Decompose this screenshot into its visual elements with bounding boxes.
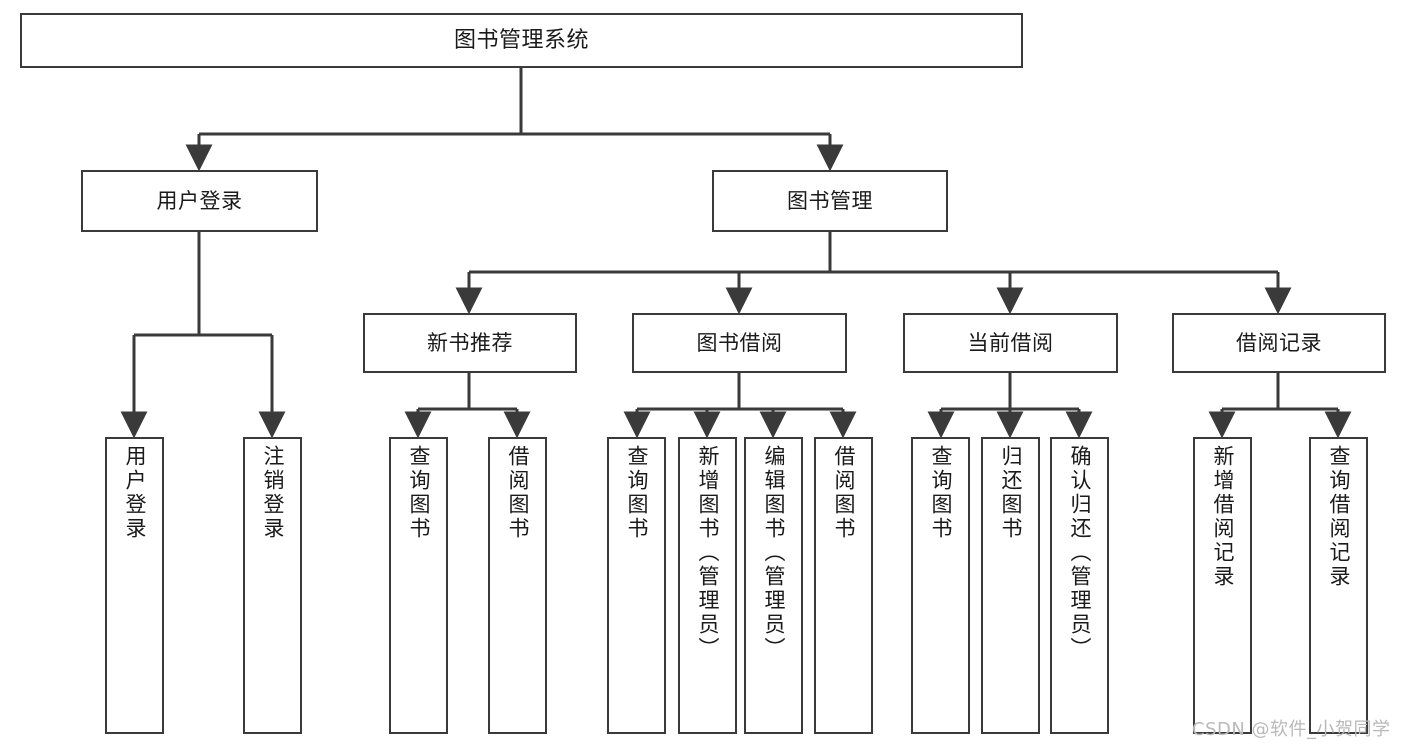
leaf-new-book-borrow-books[interactable]: 借阅图书 bbox=[488, 437, 547, 734]
node-label: 图书管理系统 bbox=[453, 27, 589, 53]
node-current-borrowing[interactable]: 当前借阅 bbox=[903, 313, 1118, 373]
node-label: 注销登录 bbox=[261, 445, 285, 541]
node-label: 新书推荐 bbox=[427, 330, 513, 355]
leaf-book-borrow-query-books[interactable]: 查询图书 bbox=[607, 437, 666, 734]
leaf-borrow-record-query-record[interactable]: 查询借阅记录 bbox=[1309, 437, 1368, 734]
leaf-current-borrow-return-books[interactable]: 归还图书 bbox=[981, 437, 1040, 734]
node-label: 查询借阅记录 bbox=[1327, 445, 1351, 589]
node-label: 用户登录 bbox=[156, 188, 243, 213]
leaf-current-borrow-confirm-return-admin[interactable]: 确认归还（管理员） bbox=[1050, 437, 1109, 734]
leaf-book-borrow-borrow-books[interactable]: 借阅图书 bbox=[814, 437, 873, 734]
node-label: 确认归还（管理员） bbox=[1068, 445, 1092, 661]
node-label: 查询图书 bbox=[929, 445, 953, 541]
node-label: 图书管理 bbox=[787, 188, 873, 213]
leaf-user-login-logout[interactable]: 注销登录 bbox=[243, 437, 302, 734]
leaf-user-login-login[interactable]: 用户登录 bbox=[105, 437, 164, 734]
node-book-borrowing[interactable]: 图书借阅 bbox=[632, 313, 847, 373]
node-root-book-management-system[interactable]: 图书管理系统 bbox=[20, 13, 1023, 68]
node-book-management[interactable]: 图书管理 bbox=[712, 170, 948, 232]
node-label: 编辑图书（管理员） bbox=[762, 445, 786, 661]
leaf-current-borrow-query-books[interactable]: 查询图书 bbox=[911, 437, 970, 734]
node-label: 当前借阅 bbox=[967, 330, 1054, 355]
leaf-book-borrow-add-book-admin[interactable]: 新增图书（管理员） bbox=[678, 437, 737, 734]
leaf-book-borrow-edit-book-admin[interactable]: 编辑图书（管理员） bbox=[744, 437, 803, 734]
node-label: 查询图书 bbox=[625, 445, 649, 541]
node-user-login[interactable]: 用户登录 bbox=[81, 170, 318, 232]
node-label: 借阅图书 bbox=[506, 445, 530, 541]
leaf-new-book-query-books[interactable]: 查询图书 bbox=[389, 437, 448, 734]
node-label: 用户登录 bbox=[123, 445, 147, 541]
leaf-borrow-record-add-record[interactable]: 新增借阅记录 bbox=[1193, 437, 1252, 734]
node-label: 查询图书 bbox=[407, 445, 431, 541]
node-borrowing-record[interactable]: 借阅记录 bbox=[1172, 313, 1386, 373]
node-label: 归还图书 bbox=[999, 445, 1023, 541]
node-label: 新增图书（管理员） bbox=[696, 445, 720, 661]
node-label: 借阅记录 bbox=[1236, 330, 1322, 355]
node-new-book-recommendation[interactable]: 新书推荐 bbox=[363, 313, 577, 373]
node-label: 借阅图书 bbox=[832, 445, 856, 541]
node-label: 图书借阅 bbox=[696, 330, 783, 355]
node-label: 新增借阅记录 bbox=[1211, 445, 1235, 589]
